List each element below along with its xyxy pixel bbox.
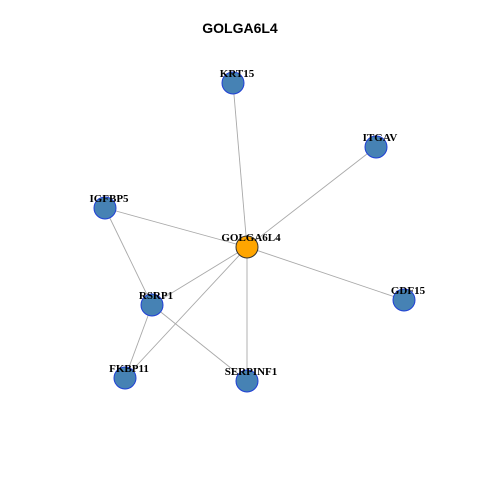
edge-golga6l4-igfbp5 — [104, 207, 248, 248]
node-label-serpinf1: SERPINF1 — [225, 366, 278, 378]
node-krt15[interactable] — [221, 71, 245, 95]
node-label-krt15: KRT15 — [220, 68, 255, 80]
node-label-itgav: ITGAV — [363, 132, 398, 144]
node-rsrp1[interactable] — [140, 293, 164, 317]
edge-golga6l4-fkbp11 — [124, 246, 248, 379]
node-igfbp5[interactable] — [93, 196, 117, 220]
edge-golga6l4-gdf15 — [246, 246, 405, 301]
node-label-igfbp5: IGFBP5 — [89, 193, 129, 205]
edge-golga6l4-krt15 — [232, 82, 248, 248]
edge-igfbp5-rsrp1 — [104, 207, 153, 306]
node-label-fkbp11: FKBP11 — [109, 363, 149, 375]
edge-rsrp1-serpinf1 — [151, 304, 248, 382]
node-golga6l4[interactable] — [235, 235, 259, 259]
edge-golga6l4-rsrp1 — [151, 246, 248, 306]
node-gdf15[interactable] — [392, 288, 416, 312]
node-fkbp11[interactable] — [113, 366, 137, 390]
node-label-golga6l4: GOLGA6L4 — [221, 232, 281, 244]
edge-golga6l4-itgav — [246, 146, 377, 248]
edge-rsrp1-fkbp11 — [124, 304, 153, 379]
graph-title: GOLGA6L4 — [202, 20, 278, 36]
edge-layer — [104, 82, 405, 382]
node-itgav[interactable] — [364, 135, 388, 159]
node-label-rsrp1: RSRP1 — [139, 290, 173, 302]
node-serpinf1[interactable] — [235, 369, 259, 393]
node-label-gdf15: GDF15 — [391, 285, 426, 297]
